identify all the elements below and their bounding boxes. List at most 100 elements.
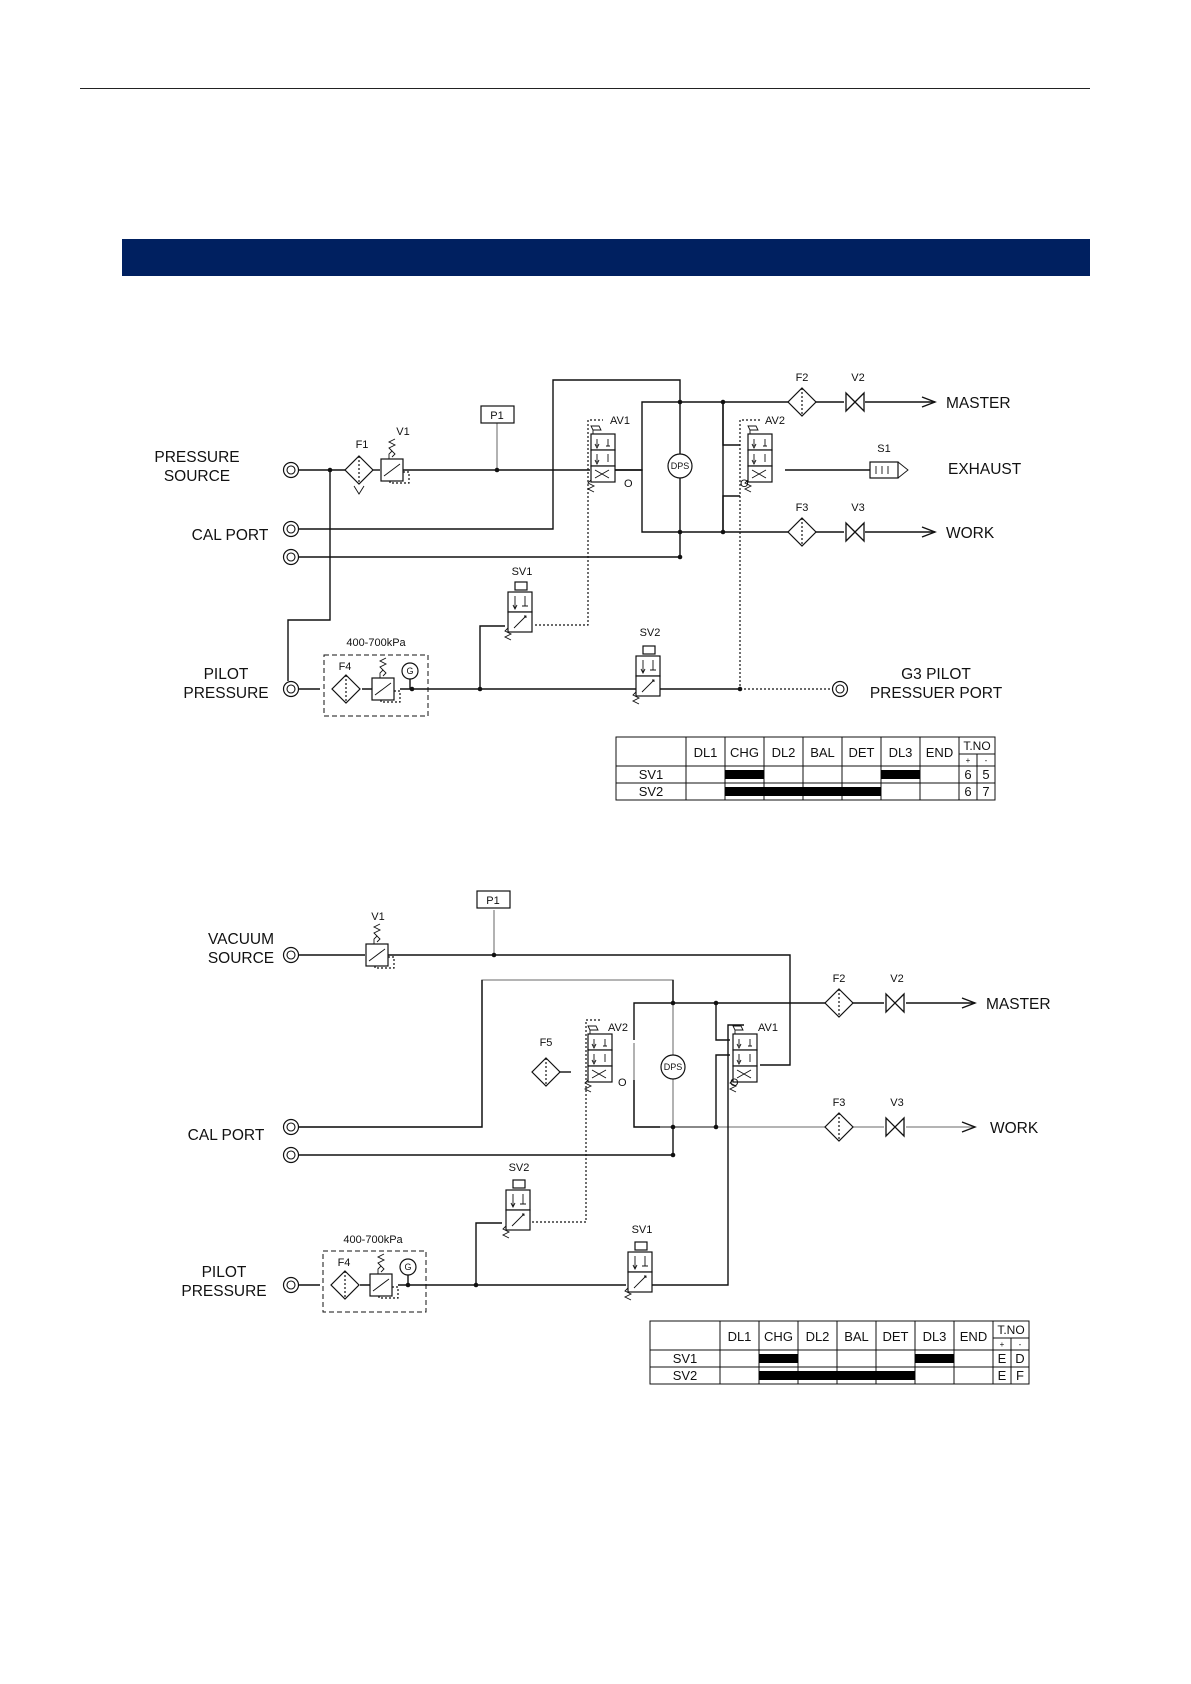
valve-v2-icon: [885, 993, 905, 1013]
work-label: WORK: [990, 1120, 1039, 1137]
filter-f3-icon: [824, 1112, 854, 1142]
cal-port-a: [282, 520, 300, 538]
table-header-dl2: DL2: [772, 745, 796, 760]
p1-label: P1: [486, 895, 499, 907]
table-header-tno: T.NO: [963, 739, 990, 753]
v1-label: V1: [371, 911, 384, 923]
table-row-label: SV1: [639, 767, 664, 782]
active-step-bar: [842, 787, 881, 796]
pressure-circuit: PRESSURE SOURCE CAL PORT PILOT PRESSURE: [154, 372, 1022, 801]
f4-label: F4: [339, 661, 352, 673]
range-label: 400-700kPa: [346, 637, 406, 649]
f3-label: F3: [796, 502, 809, 514]
table-header-tno: T.NO: [997, 1323, 1024, 1337]
regulator-icon: [369, 1253, 399, 1299]
header-rule: [80, 88, 1090, 89]
air-valve-av2-icon: [744, 425, 773, 493]
frl-unit-box: [322, 1250, 427, 1313]
active-step-bar: [764, 787, 803, 796]
f2-label: F2: [796, 372, 809, 384]
valve-v3-icon: [845, 522, 865, 542]
table-row-label: SV2: [673, 1368, 698, 1383]
av2-label: AV2: [765, 415, 785, 427]
active-step-bar: [837, 1371, 876, 1380]
active-step-bar: [798, 1371, 837, 1380]
f2-label: F2: [833, 973, 846, 985]
valve-v3-icon: [885, 1117, 905, 1137]
terminal-plus: E: [998, 1368, 1007, 1383]
filter-f4-icon: [330, 1270, 360, 1300]
g-label: G: [406, 666, 413, 676]
tno-plus: +: [1000, 1340, 1005, 1349]
f5-label: F5: [540, 1037, 553, 1049]
active-step-bar: [876, 1371, 915, 1380]
v3-label: V3: [890, 1097, 903, 1109]
cal-port-b: [282, 1146, 300, 1164]
solenoid-sv2-icon: [632, 645, 661, 705]
terminal-minus: 7: [982, 784, 989, 799]
table-row-label: SV2: [639, 784, 664, 799]
table-header-dl1: DL1: [694, 745, 718, 760]
pilot-pressure-label-2: PRESSURE: [183, 685, 268, 702]
tno-plus: +: [966, 756, 971, 765]
vacuum-circuit: VACUUM SOURCE CAL PORT PILOT PRESSURE: [181, 890, 1051, 1385]
table-header-end: END: [926, 745, 953, 760]
table-row-label: SV1: [673, 1351, 698, 1366]
pilot-pressure-label-2: PRESSURE: [181, 1283, 266, 1300]
sv1-label: SV1: [632, 1224, 653, 1236]
pressure-source-label: PRESSURE: [154, 449, 239, 466]
active-step-bar: [725, 787, 764, 796]
v2-label: V2: [890, 973, 903, 985]
cal-port-label: CAL PORT: [188, 1127, 265, 1144]
solenoid-sv1-icon: [504, 581, 533, 641]
f3-label: F3: [833, 1097, 846, 1109]
active-step-bar: [881, 770, 920, 779]
valve-v2-icon: [845, 392, 865, 412]
pilot-pressure-port: [282, 1276, 300, 1294]
terminal-plus: 6: [964, 784, 971, 799]
pressure-source-label-2: SOURCE: [164, 468, 230, 485]
filter-f2-icon: [824, 988, 854, 1018]
active-step-bar: [759, 1354, 798, 1363]
p1-gauge-box: [476, 890, 511, 909]
regulator-v1-icon: [380, 438, 410, 484]
g3-pilot-label-2: PRESSUER PORT: [870, 685, 1003, 702]
cal-port-a: [282, 1118, 300, 1136]
pilot-pressure-label: PILOT: [204, 666, 249, 683]
regulator-icon: [371, 657, 401, 703]
frl-unit-box: [323, 654, 429, 717]
air-valve-av1-icon: [587, 425, 616, 493]
range-label: 400-700kPa: [343, 1234, 403, 1246]
section-header-bar: [122, 239, 1090, 276]
filter-f4-icon: [331, 674, 361, 704]
dps-sensor-icon: [667, 453, 693, 479]
table-header-dl2: DL2: [806, 1329, 830, 1344]
filter-f3-icon: [787, 517, 817, 547]
terminal-minus: 5: [982, 767, 989, 782]
pilot-pressure-label: PILOT: [202, 1264, 247, 1281]
tno-minus: -: [1019, 1340, 1022, 1349]
svg-text:O: O: [624, 478, 633, 490]
solenoid-sv2-icon: [502, 1179, 531, 1239]
v1-label: V1: [396, 426, 409, 438]
active-step-bar: [725, 770, 764, 779]
work-label: WORK: [946, 525, 995, 542]
f1-label: F1: [356, 439, 369, 451]
table-header-dl1: DL1: [728, 1329, 752, 1344]
table-header-chg: CHG: [764, 1329, 793, 1344]
active-step-bar: [915, 1354, 954, 1363]
terminal-plus: 6: [964, 767, 971, 782]
av1-label: AV1: [610, 415, 630, 427]
dps-label: DPS: [664, 1062, 683, 1072]
sv2-label: SV2: [509, 1162, 530, 1174]
terminal-minus: F: [1016, 1368, 1024, 1383]
table-header-bal: BAL: [844, 1329, 869, 1344]
regulator-v1-icon: [365, 923, 395, 969]
table-header-end: END: [960, 1329, 987, 1344]
svg-text:O: O: [730, 1077, 739, 1089]
dps-label: DPS: [671, 461, 690, 471]
pressure-source-port: [282, 461, 300, 479]
filter-f5-icon: [531, 1057, 561, 1087]
